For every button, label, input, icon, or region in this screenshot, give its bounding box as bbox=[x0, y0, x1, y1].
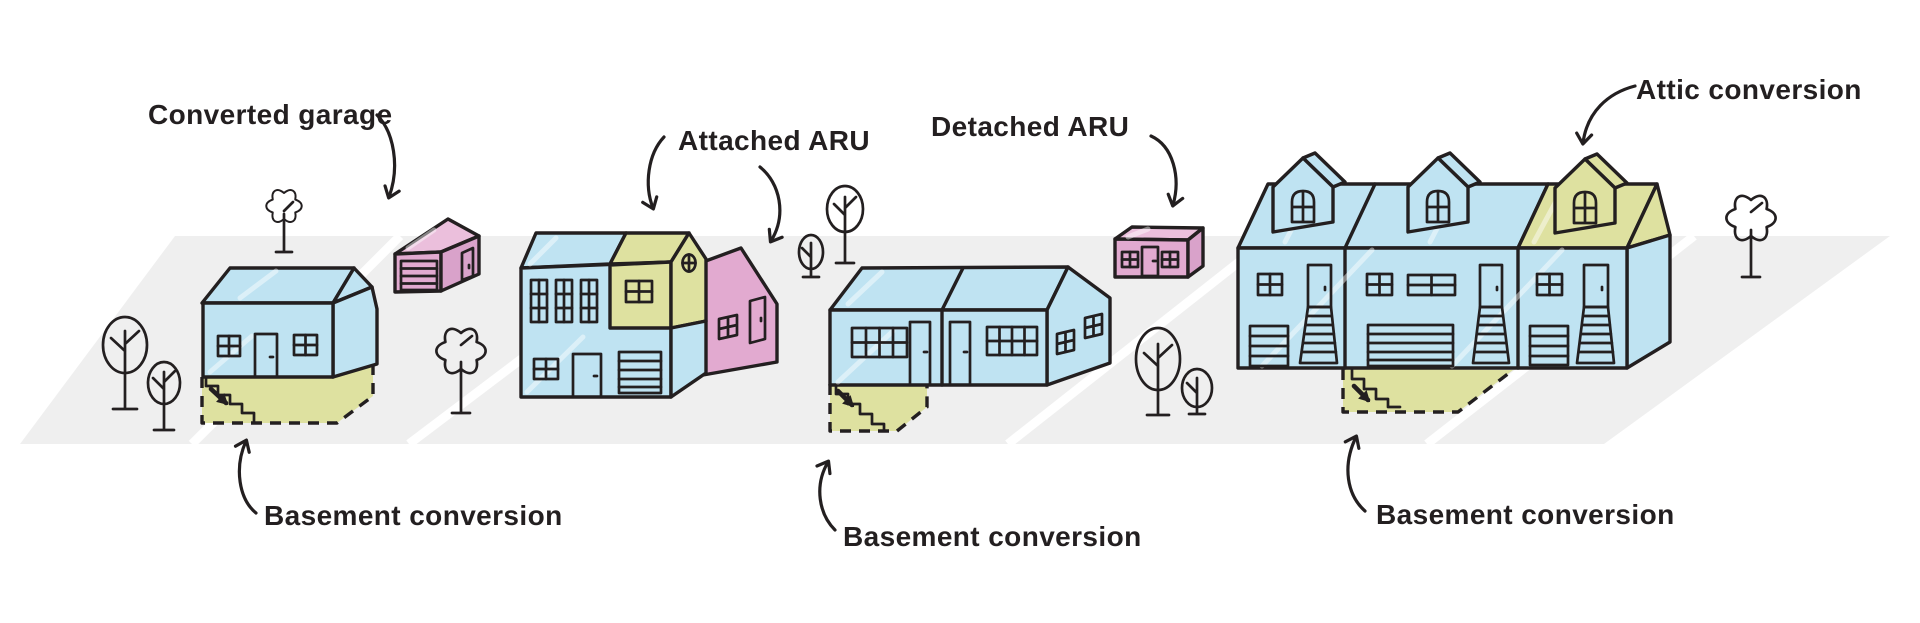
window bbox=[1120, 250, 1140, 269]
duplex-house bbox=[828, 265, 1112, 387]
tree-icon bbox=[435, 327, 487, 415]
attached-aru-yellow-gable bbox=[669, 231, 708, 330]
stoop-stairs bbox=[1298, 305, 1339, 365]
tree-icon bbox=[265, 189, 303, 254]
stoop-stairs bbox=[1471, 305, 1511, 365]
door bbox=[1140, 245, 1160, 278]
tree-icon bbox=[146, 360, 182, 432]
window bbox=[985, 325, 1039, 357]
label-basement-conversion-left: Basement conversion bbox=[264, 500, 563, 531]
arrow-basement-right bbox=[1343, 434, 1367, 513]
attic-conversion-dormer bbox=[1553, 152, 1629, 235]
window bbox=[554, 278, 574, 324]
label-basement-conversion-center: Basement conversion bbox=[843, 521, 1142, 552]
converted-garage-building bbox=[393, 217, 481, 294]
arrow-attached-aru-yellow bbox=[641, 135, 666, 211]
tree-icon bbox=[101, 315, 149, 411]
window bbox=[1535, 272, 1564, 297]
door bbox=[460, 246, 475, 282]
window bbox=[850, 326, 909, 359]
basement-conversion-area-right bbox=[1341, 368, 1515, 414]
window bbox=[624, 279, 654, 304]
basement-stairs-arrow bbox=[1351, 383, 1371, 403]
arrow-basement-center bbox=[815, 459, 837, 532]
door bbox=[253, 332, 279, 379]
garage-door bbox=[1366, 323, 1455, 368]
door bbox=[948, 320, 972, 387]
window bbox=[579, 278, 599, 324]
arrow-converted-garage bbox=[375, 113, 401, 200]
label-attached-aru: Attached ARU bbox=[678, 125, 870, 156]
window bbox=[1365, 272, 1394, 297]
rowhouse bbox=[1236, 151, 1672, 370]
window bbox=[1055, 328, 1076, 356]
window bbox=[292, 333, 319, 357]
basement-window-panel bbox=[1248, 324, 1290, 368]
two-storey-house bbox=[519, 231, 708, 399]
window bbox=[216, 334, 242, 358]
tree-icon bbox=[797, 233, 825, 279]
garage-door bbox=[617, 350, 663, 395]
window bbox=[1406, 273, 1457, 297]
window bbox=[717, 313, 739, 341]
label-detached-aru: Detached ARU bbox=[931, 111, 1130, 142]
label-basement-conversion-right: Basement conversion bbox=[1376, 499, 1675, 530]
basement-conversion-area-left bbox=[200, 361, 375, 425]
basement-conversion-area-center bbox=[828, 382, 929, 433]
window bbox=[1256, 272, 1284, 297]
dormer bbox=[1406, 151, 1482, 234]
window bbox=[532, 357, 560, 381]
basement-stairs-arrow bbox=[835, 388, 855, 408]
dormer bbox=[1271, 151, 1347, 234]
annotation-arrows bbox=[233, 84, 1637, 532]
arrow-basement-left bbox=[233, 438, 258, 515]
detached-aru-building bbox=[1113, 225, 1205, 279]
door bbox=[571, 352, 603, 399]
tree-icon bbox=[1725, 194, 1777, 279]
arrow-attached-aru-pink bbox=[758, 165, 784, 244]
garage-door bbox=[399, 259, 439, 292]
bungalow-house bbox=[200, 266, 379, 379]
window bbox=[1083, 312, 1104, 340]
arrow-detached-aru bbox=[1149, 134, 1185, 208]
attached-aru-yellow-storey bbox=[608, 260, 673, 330]
basement-stairs-arrow bbox=[208, 386, 229, 406]
arrow-attic-conversion bbox=[1575, 84, 1637, 146]
window bbox=[1160, 250, 1180, 269]
oval-window bbox=[681, 253, 697, 273]
label-attic-conversion: Attic conversion bbox=[1636, 74, 1862, 105]
tree-icon bbox=[1180, 367, 1214, 416]
door bbox=[908, 320, 932, 387]
window bbox=[529, 278, 549, 324]
tree-icon bbox=[825, 184, 865, 265]
basement-window-panel bbox=[1528, 324, 1570, 367]
tree-icon bbox=[1134, 326, 1182, 417]
label-converted-garage: Converted garage bbox=[148, 99, 393, 130]
stoop-stairs bbox=[1575, 305, 1616, 365]
door bbox=[748, 295, 767, 345]
